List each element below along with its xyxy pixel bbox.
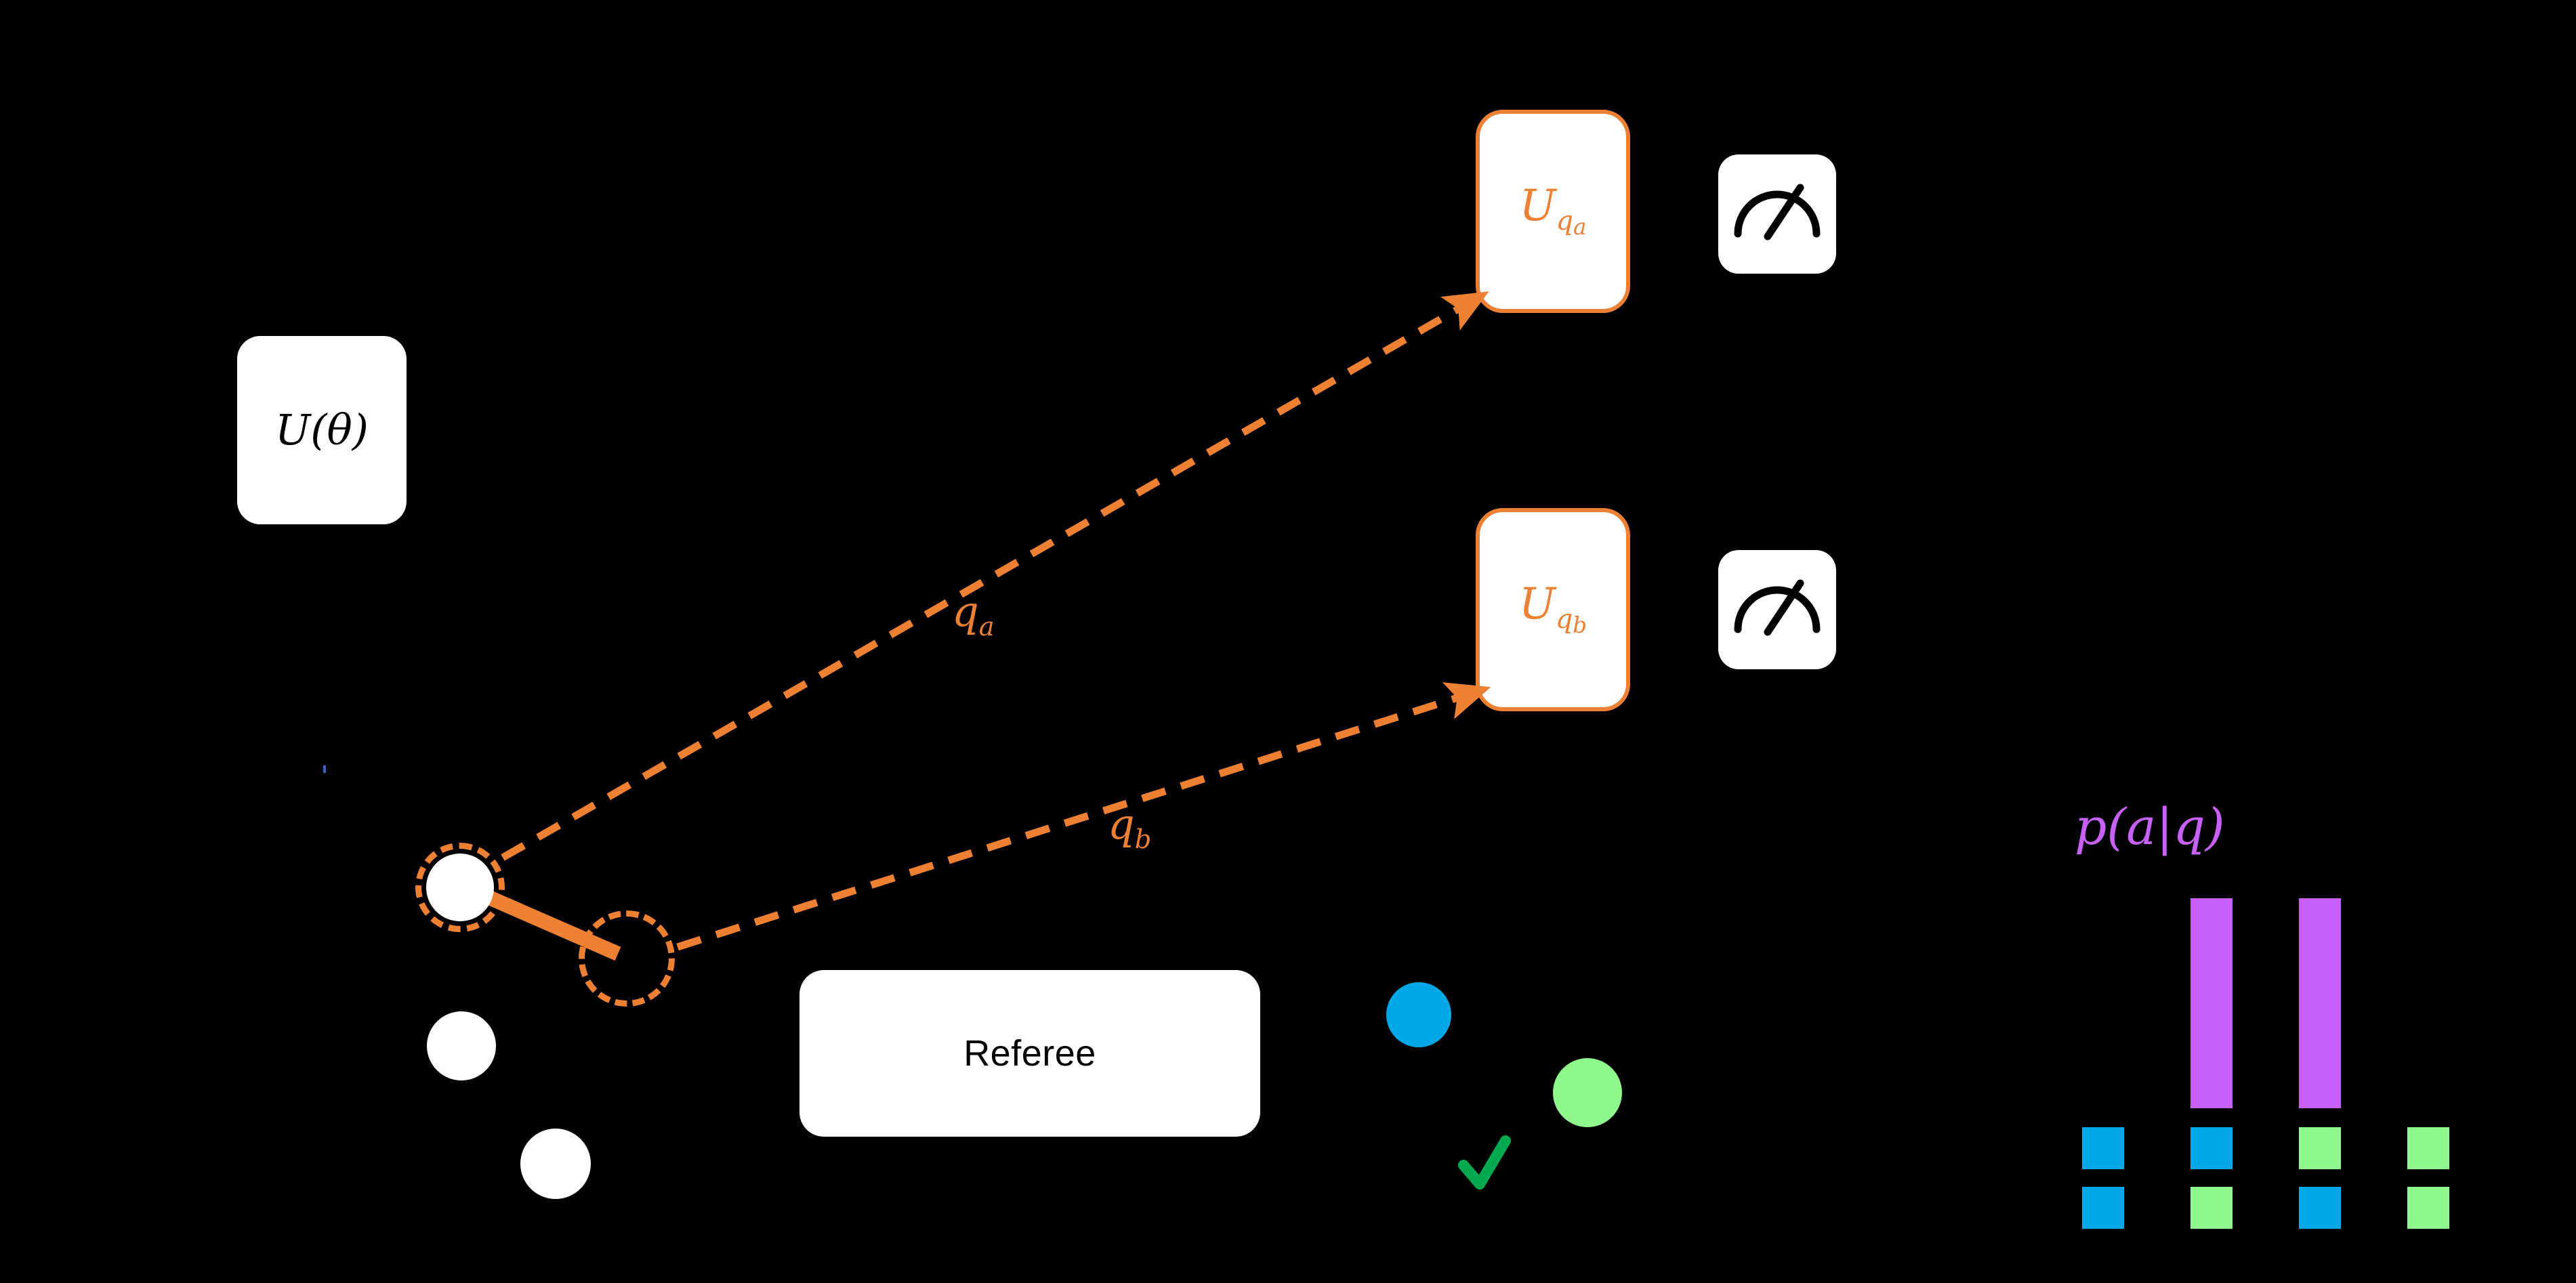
query-a-label: qa	[952, 591, 995, 640]
query-a-sub: a	[978, 611, 995, 642]
chart-title-a: a	[2126, 798, 2157, 856]
small-marker-dot	[323, 765, 326, 773]
unitary-qb-box[interactable]: Uqb	[1476, 508, 1630, 711]
unitary-qb-sub: q	[1555, 604, 1573, 635]
qubit-a-outcome-10	[2299, 1127, 2341, 1169]
graph-node-highlighted[interactable]	[426, 854, 494, 921]
graph-node-plain[interactable]	[427, 1011, 496, 1080]
meter-a-box[interactable]	[1718, 154, 1836, 274]
query-a-edge	[501, 291, 1489, 861]
chart-title-open: (	[2106, 798, 2127, 856]
chart-title-bar: |	[2156, 798, 2174, 856]
graph-node-highlighted-ring[interactable]	[415, 843, 505, 932]
check-mark-icon	[1458, 1135, 1511, 1190]
query-b-edge	[676, 682, 1491, 951]
qubit-b-outcome-10	[2299, 1187, 2341, 1229]
qubit-b-outcome-11	[2407, 1187, 2449, 1229]
query-b-sub: b	[1134, 824, 1152, 855]
qubit-a-outcome-01	[2190, 1127, 2232, 1169]
chart-title-q: q	[2173, 798, 2205, 856]
unitary-qa-subsub: a	[1573, 214, 1587, 240]
query-b-letter: q	[1108, 799, 1135, 849]
unitary-qb-label: Uqb	[1519, 583, 1587, 637]
ansatz-box[interactable]: U(θ)	[237, 336, 407, 524]
gauge-meter-icon	[1734, 579, 1821, 636]
unitary-qa-box[interactable]: Uqa	[1476, 110, 1630, 313]
chart-title: p(a|q)	[2075, 802, 2225, 852]
graph-node-plain[interactable]	[520, 1129, 591, 1199]
qubit-a-outcome-11	[2407, 1127, 2449, 1169]
graph-node-empty-ring[interactable]	[579, 910, 675, 1007]
qubit-a-outcome-00	[2082, 1127, 2124, 1169]
answer-token-green[interactable]	[1553, 1058, 1622, 1127]
probability-bar-chart	[2075, 898, 2454, 1108]
query-a-letter: q	[952, 587, 979, 636]
unitary-qa-letter: U	[1519, 181, 1556, 232]
outcome-basis-grid	[2075, 1127, 2454, 1230]
meter-b-box[interactable]	[1718, 550, 1836, 669]
unitary-qa-label: Uqa	[1520, 184, 1587, 238]
referee-label: Referee	[963, 1033, 1096, 1074]
unitary-qa-sub: q	[1556, 205, 1573, 237]
query-b-label: qb	[1108, 803, 1151, 853]
chart-title-p: p	[2075, 798, 2107, 856]
ansatz-label: U(θ)	[275, 405, 369, 455]
qubit-b-outcome-01	[2190, 1187, 2232, 1229]
answer-token-blue[interactable]	[1386, 982, 1451, 1047]
qubit-b-outcome-00	[2082, 1187, 2124, 1229]
bar-01	[2190, 898, 2232, 1108]
referee-box[interactable]: Referee	[799, 970, 1260, 1137]
gauge-meter-icon	[1734, 184, 1821, 240]
unitary-qb-letter: U	[1518, 579, 1556, 630]
bar-10	[2299, 898, 2341, 1108]
chart-title-close: )	[2205, 798, 2225, 856]
unitary-qb-subsub: b	[1573, 612, 1587, 639]
